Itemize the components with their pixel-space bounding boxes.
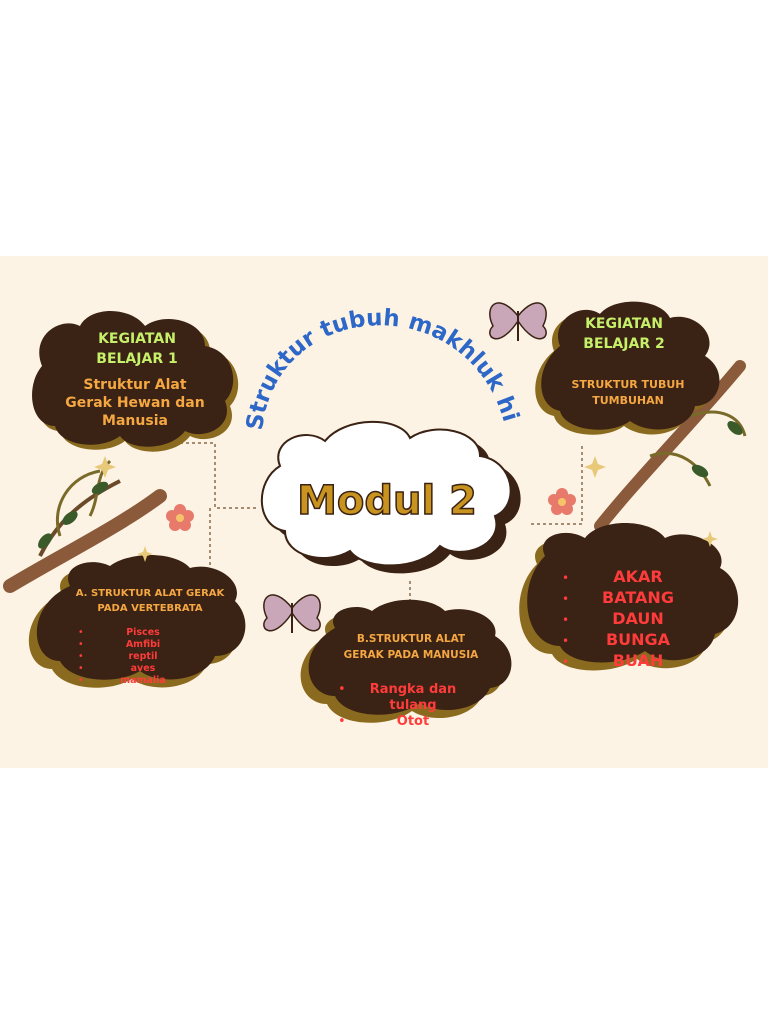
list-item: BUAH: [613, 651, 663, 670]
mind-map-art: Struktur tubuh makhluk hidup Modul 2 KEG…: [0, 256, 747, 729]
cloud-modul-2: [260, 420, 521, 574]
list-item: DAUN: [612, 609, 664, 628]
list-item: aves: [131, 663, 156, 674]
bullet: •: [78, 639, 84, 650]
cloud-kegiatan-belajar-2: [535, 301, 720, 435]
list-item: BUNGA: [606, 630, 671, 649]
kb1-body-line2: Gerak Hewan dan: [65, 395, 204, 411]
cloud-kegiatan-belajar-1: [32, 311, 239, 452]
bullet: •: [562, 613, 569, 627]
cloud-vertebrata: [28, 554, 246, 688]
bullet: •: [78, 675, 84, 686]
sparkle-icon: [94, 456, 718, 562]
bullet: •: [562, 592, 569, 606]
kb2-body-line2: TUMBUHAN: [592, 394, 664, 407]
flower-icon: [166, 504, 194, 531]
branch-decoration-left: [3, 459, 167, 593]
branch-decoration-right: [594, 360, 747, 532]
bullet: •: [78, 663, 84, 674]
list-item: Rangka dan: [370, 682, 457, 697]
bullet: •: [78, 627, 84, 638]
bullet: •: [338, 714, 346, 729]
vertebrata-title-line1: A. STRUKTUR ALAT GERAK: [76, 588, 226, 599]
list-item: Amfibi: [126, 639, 160, 650]
list-item: tulang: [389, 698, 436, 713]
bullet: •: [562, 655, 569, 669]
vertebrata-title-line2: PADA VERTEBRATA: [97, 603, 202, 614]
kb2-heading-line1: KEGIATAN: [585, 316, 663, 332]
kb1-body-line3: Manusia: [102, 413, 168, 429]
vertebrata-list: • Pisces • Amfibi • reptil • aves • mama…: [78, 627, 166, 686]
bullet: •: [78, 651, 84, 662]
mind-map-canvas: Struktur tubuh makhluk hidup Modul 2 KEG…: [0, 256, 768, 768]
list-item: reptil: [129, 651, 158, 662]
kb1-heading-line1: KEGIATAN: [98, 331, 176, 347]
list-item: mamalia: [120, 675, 166, 686]
kb2-heading-line2: BELAJAR 2: [583, 336, 664, 352]
kb1-body-line1: Struktur Alat: [83, 377, 186, 393]
butterfly-icon: [263, 594, 321, 633]
list-item: Pisces: [126, 627, 160, 638]
manusia-title-line1: B.STRUKTUR ALAT: [357, 633, 466, 645]
bullet: •: [338, 682, 346, 697]
manusia-title-line2: GERAK PADA MANUSIA: [344, 649, 480, 661]
cloud-manusia: [300, 599, 512, 723]
kb1-heading-line2: BELAJAR 1: [96, 351, 177, 367]
list-item: AKAR: [613, 567, 662, 586]
flower-icon: [548, 488, 576, 515]
bullet: •: [562, 571, 569, 585]
kb2-body-line1: STRUKTUR TUBUH: [571, 378, 684, 391]
list-item: BATANG: [602, 588, 674, 607]
tumbuhan-list: • AKAR • BATANG • DAUN • BUNGA • BUAH: [562, 567, 674, 670]
butterfly-icon: [489, 302, 547, 341]
modul-title: Modul 2: [297, 478, 477, 524]
list-item: Otot: [397, 714, 429, 729]
bullet: •: [562, 634, 569, 648]
manusia-list: • Rangka dan tulang • Otot: [338, 682, 456, 729]
cloud-tumbuhan: [519, 523, 739, 671]
